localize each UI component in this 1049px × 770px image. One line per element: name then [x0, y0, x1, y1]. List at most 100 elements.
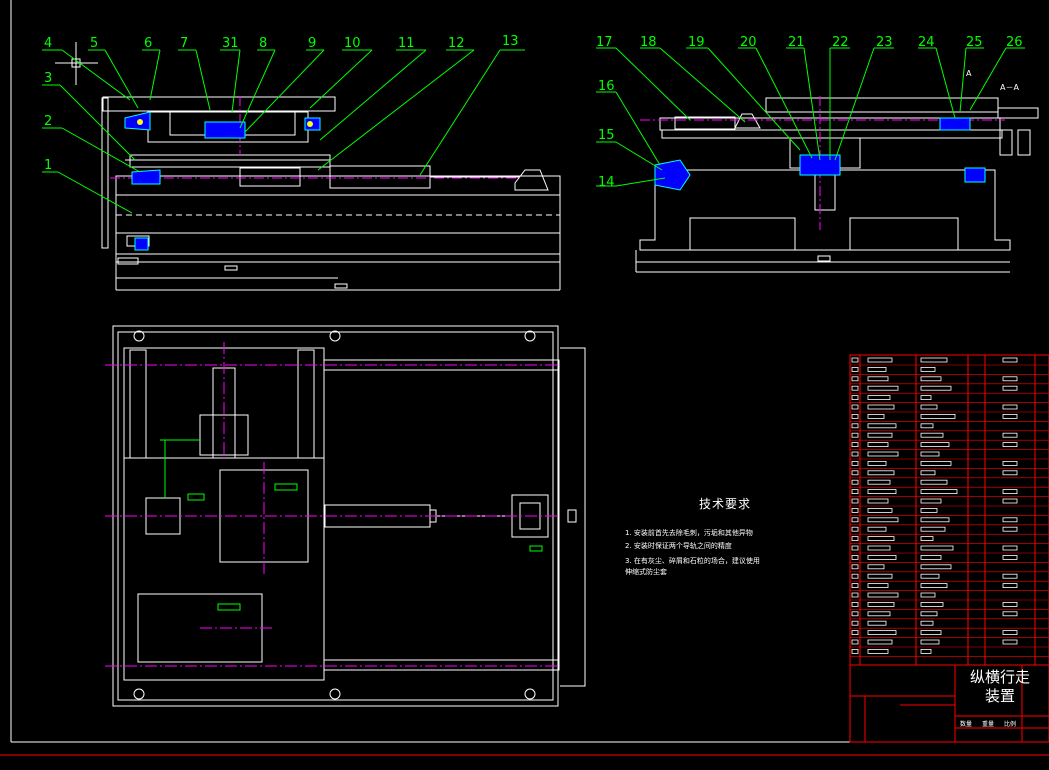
table-cell-glyph — [851, 442, 859, 448]
table-cell-glyph — [1002, 442, 1018, 448]
table-cell-glyph — [867, 639, 893, 645]
balloon-8[interactable]: 8 — [259, 36, 267, 51]
balloon-13[interactable]: 13 — [502, 34, 519, 49]
table-cell-glyph — [920, 630, 942, 635]
table-cell-glyph — [920, 376, 942, 382]
table-cell-glyph — [920, 489, 958, 495]
table-cell-glyph — [851, 385, 859, 391]
balloon-9[interactable]: 9 — [308, 36, 316, 51]
balloon-4[interactable]: 4 — [44, 36, 52, 51]
table-cell-glyph — [920, 526, 946, 532]
front-leader-lines — [42, 49, 525, 214]
balloon-25[interactable]: 25 — [966, 35, 983, 50]
table-cell-glyph — [920, 639, 940, 645]
table-cell-glyph — [1002, 545, 1018, 551]
table-cell-glyph — [867, 602, 895, 607]
table-cell-glyph — [867, 545, 891, 551]
table-cell-glyph — [920, 517, 950, 523]
table-cell-glyph — [867, 498, 889, 504]
table-cell-glyph — [867, 489, 897, 495]
balloon-19[interactable]: 19 — [688, 35, 705, 50]
balloon-14[interactable]: 14 — [598, 175, 615, 190]
table-cell-glyph — [851, 395, 859, 401]
table-cell-glyph — [920, 442, 950, 448]
balloon-11[interactable]: 11 — [398, 36, 415, 51]
table-cell-glyph — [920, 413, 956, 419]
table-cell-glyph — [920, 620, 934, 626]
table-cell-glyph — [920, 460, 952, 466]
balloon-17[interactable]: 17 — [596, 35, 613, 50]
table-cell-glyph — [920, 592, 936, 598]
table-cell-glyph — [851, 423, 859, 429]
table-cell-glyph — [1002, 630, 1018, 635]
table-cell-glyph — [1002, 404, 1018, 410]
balloon-15[interactable]: 15 — [598, 128, 615, 143]
table-cell-glyph — [867, 423, 897, 429]
table-cell-glyph — [867, 376, 889, 382]
title-block[interactable] — [849, 664, 1049, 743]
balloon-5[interactable]: 5 — [90, 36, 98, 51]
balloon-20[interactable]: 20 — [740, 35, 757, 50]
balloon-31[interactable]: 31 — [222, 36, 239, 51]
table-cell-glyph — [851, 526, 859, 532]
note-line-2: 2. 安装时保证两个导轨之间的精度 — [625, 542, 732, 550]
table-cell-glyph — [920, 498, 942, 504]
header-scale: 比例 — [1004, 721, 1017, 728]
balloon-18[interactable]: 18 — [640, 35, 657, 50]
balloon-1[interactable]: 1 — [44, 158, 52, 173]
table-cell-glyph — [851, 470, 859, 476]
balloon-16[interactable]: 16 — [598, 79, 615, 94]
table-cell-glyph — [1002, 526, 1018, 532]
balloon-24[interactable]: 24 — [918, 35, 935, 50]
side-balloon-labels: 17 18 19 20 21 22 23 24 25 26 16 15 14 — [596, 35, 1023, 190]
top-view[interactable] — [105, 325, 586, 707]
table-cell-glyph — [867, 470, 895, 476]
table-cell-glyph — [851, 413, 859, 419]
parts-list-rows — [850, 357, 1049, 657]
table-cell-glyph — [920, 357, 948, 363]
side-view[interactable] — [635, 96, 1039, 273]
table-cell-glyph — [920, 385, 952, 391]
table-cell-glyph — [920, 470, 936, 476]
table-cell-glyph — [1002, 611, 1018, 617]
front-view[interactable] — [101, 96, 561, 291]
side-leader-lines — [596, 47, 1025, 187]
table-cell-glyph — [920, 555, 942, 560]
table-cell-glyph — [1002, 413, 1018, 419]
section-label-a-a: A－A — [1000, 83, 1019, 92]
table-cell-glyph — [851, 432, 859, 438]
table-cell-glyph — [867, 479, 891, 485]
drawing-title-line-1: 纵横行走 — [969, 668, 1030, 686]
balloon-23[interactable]: 23 — [876, 35, 893, 50]
table-cell-glyph — [867, 442, 889, 448]
table-cell-glyph — [1002, 555, 1018, 560]
table-cell-glyph — [851, 498, 859, 504]
table-cell-glyph — [851, 639, 859, 645]
view-label-a: A — [966, 69, 972, 78]
balloon-2[interactable]: 2 — [44, 114, 52, 129]
parts-list-table[interactable] — [849, 354, 1049, 743]
balloon-26[interactable]: 26 — [1006, 35, 1023, 50]
balloon-22[interactable]: 22 — [832, 35, 849, 50]
balloon-12[interactable]: 12 — [448, 36, 465, 51]
table-cell-glyph — [920, 649, 932, 654]
header-weight: 重量 — [982, 721, 995, 728]
balloon-21[interactable]: 21 — [788, 35, 805, 50]
notes-title: 技术要求 — [698, 497, 751, 511]
table-cell-glyph — [867, 451, 899, 457]
balloon-3[interactable]: 3 — [44, 71, 52, 86]
table-cell-glyph — [851, 404, 859, 410]
table-cell-glyph — [851, 583, 859, 588]
balloon-7[interactable]: 7 — [180, 36, 188, 51]
table-cell-glyph — [851, 376, 859, 382]
table-cell-glyph — [1002, 357, 1018, 363]
note-line-3: 3. 在有灰尘、碎屑和石粒的场合，建议使用 — [625, 557, 760, 565]
table-cell-glyph — [920, 545, 954, 551]
table-cell-glyph — [920, 404, 938, 410]
table-cell-glyph — [851, 630, 859, 635]
balloon-10[interactable]: 10 — [344, 36, 361, 51]
table-cell-glyph — [920, 602, 944, 607]
side-bearing-hatch — [654, 117, 986, 191]
balloon-6[interactable]: 6 — [144, 36, 152, 51]
